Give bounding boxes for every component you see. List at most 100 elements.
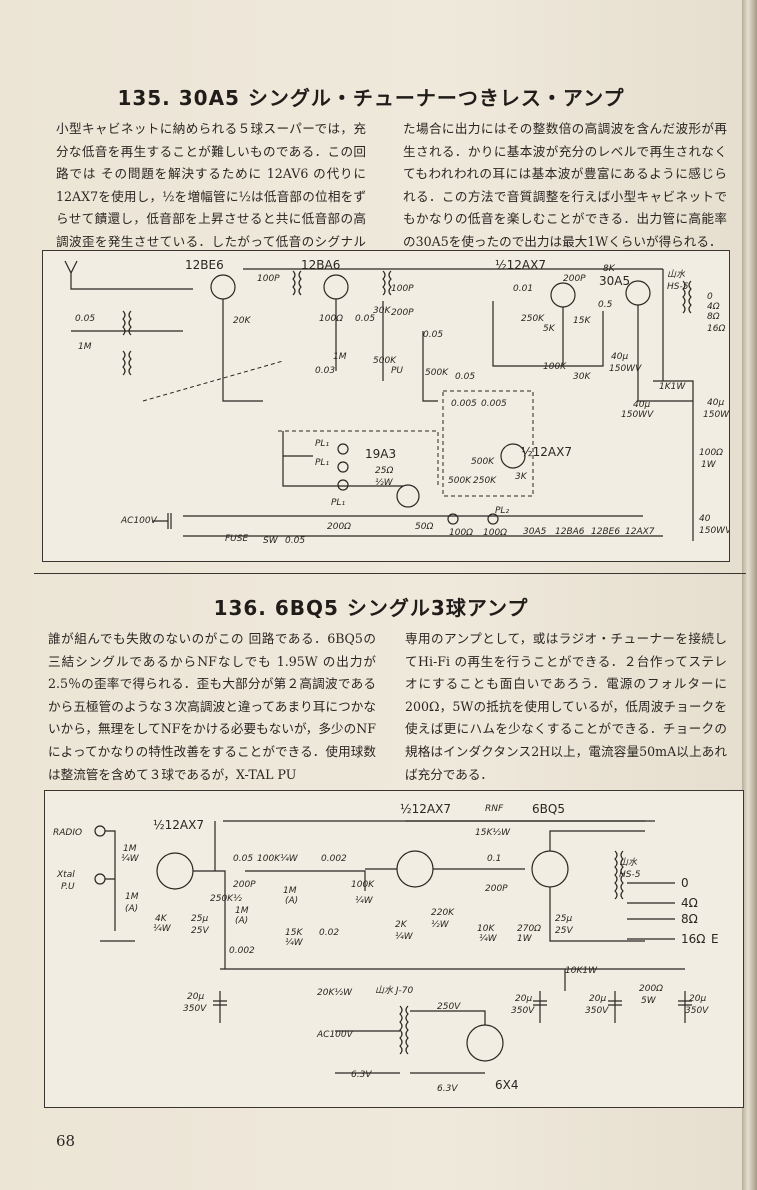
tube-12ax7-a-136: [156, 852, 194, 890]
r20: 25Ω: [375, 466, 393, 476]
r15-136: 2K: [395, 920, 408, 930]
c24-136: 20μ: [515, 994, 532, 1004]
v21-136: 25V: [555, 926, 573, 936]
tube-12ba6: [323, 274, 349, 300]
section-136-title: 136. 6BQ5 シングル3球アンプ: [213, 596, 529, 620]
c13: 40μ: [633, 400, 650, 410]
a2-136: (A): [125, 904, 138, 914]
r1-136: 1M: [123, 844, 137, 854]
label-12ba6: 12BA6: [301, 258, 340, 272]
v13: 150WV: [621, 410, 654, 420]
c21-136: 25μ: [555, 914, 572, 924]
c16: 0.005: [451, 399, 477, 409]
label-half-12ax7-136-b: ½12AX7: [400, 802, 451, 816]
pu: PU: [391, 366, 403, 376]
r10: 8K: [603, 264, 616, 274]
r19: 500K: [448, 476, 472, 486]
c5-136: 0.05: [233, 854, 253, 864]
radio-input-jack: [94, 825, 106, 837]
label-30a5: 30A5: [599, 274, 630, 288]
r4-136: 250K½: [210, 894, 242, 904]
r3-136: 4K: [155, 914, 168, 924]
r23: 100Ω: [449, 528, 473, 538]
tube-12ax7-b: [500, 443, 526, 469]
out-4-136: 4Ω: [681, 896, 698, 910]
label-sansui: 山水: [667, 269, 686, 280]
label-sw: SW: [263, 536, 279, 546]
c18-136: 200P: [485, 884, 508, 894]
c6-136: 200P: [233, 880, 256, 890]
r9-136: 1M: [283, 886, 297, 896]
r13: 30K: [573, 372, 591, 382]
label-12be6: 12BE6: [185, 258, 224, 272]
w20: ½W: [375, 478, 394, 488]
c4: 0.05: [355, 314, 375, 324]
c3-136: 25μ: [191, 914, 208, 924]
v63a-136: 6.3V: [351, 1070, 372, 1080]
label-6bq5: 6BQ5: [532, 802, 565, 816]
label-19a3: 19A3: [365, 447, 396, 461]
label-hs5-136: HS-5: [619, 870, 641, 880]
v3-136: 25V: [191, 926, 209, 936]
v15: 150WV: [699, 526, 729, 536]
heater-12ba6: 12BA6: [555, 527, 585, 537]
r16: 500K: [471, 457, 495, 467]
c11-136: 0.002: [229, 946, 255, 956]
tube-12ax7-a: [550, 282, 576, 308]
c12: 40μ: [611, 352, 628, 362]
label-rnf-value: 15K½W: [475, 828, 511, 838]
r8: 250K: [521, 314, 545, 324]
out-e-136: E: [711, 932, 719, 946]
tone-network-box: [442, 390, 534, 497]
r18: 3K: [515, 472, 528, 482]
r2: 20K: [233, 316, 251, 326]
c1: 0.05: [75, 314, 95, 324]
c7: 0.05: [423, 330, 443, 340]
label-sansui-136: 山水: [619, 857, 638, 868]
w16-136: ½W: [431, 920, 450, 930]
c5: 200P: [391, 308, 414, 318]
c22-136: 20μ: [187, 992, 204, 1002]
w19-136: ¼W: [479, 934, 498, 944]
v12: 150WV: [609, 364, 642, 374]
ac-plug: [153, 513, 172, 529]
r10-136: 1M: [235, 906, 249, 916]
r22: 50Ω: [415, 522, 433, 532]
r27-136: 200Ω: [639, 984, 663, 994]
tube-12ax7-b-136: [396, 850, 434, 888]
schematic-135: 12BE6 12BA6 ½12AX7 30A5 ½12AX7 19A3 山水 H…: [64, 258, 729, 546]
r2-136: 1M: [125, 892, 139, 902]
r6: 500K: [373, 356, 397, 366]
w1-136: ¼W: [121, 854, 140, 864]
out-8: 8Ω: [707, 312, 720, 322]
section-135-right-text: た場合に出力にはその整数倍の高調波を含んだ波形が再生される．かりに基本波が充分の…: [403, 121, 727, 249]
v63b-136: 6.3V: [437, 1084, 458, 1094]
label-ac100v: AC100V: [120, 516, 158, 526]
label-fuse: FUSE: [225, 534, 248, 544]
label-half-12ax7-b: ½12AX7: [521, 445, 572, 459]
c6: 100P: [391, 284, 414, 294]
schematic-136: RADIO Xtal P.U ½12AX7 ½12AX7 6BQ5 RNF 15…: [53, 802, 719, 1094]
section-136-right-text: 専用のアンプとして，或はラジオ・チューナーを接続してHi-Fi の再生を行うこと…: [405, 631, 727, 782]
c8-136: 0.002: [321, 854, 347, 864]
circuit-diagram-135: 12BE6 12BA6 ½12AX7 30A5 ½12AX7 19A3 山水 H…: [42, 250, 730, 562]
w15-136: ¼W: [395, 932, 414, 942]
label-half-12ax7-136-a: ½12AX7: [153, 818, 204, 832]
circuit-diagram-136: RADIO Xtal P.U ½12AX7 ½12AX7 6BQ5 RNF 15…: [44, 790, 744, 1108]
c13-136: 0.02: [319, 928, 339, 938]
out-8-136: 8Ω: [681, 912, 698, 926]
label-ac100v-136: AC100V: [316, 1030, 354, 1040]
r20-136: 270Ω: [517, 924, 541, 934]
v25-136: 350V: [585, 1006, 609, 1016]
c28-136: 20μ: [689, 994, 706, 1004]
r4: 1M: [333, 352, 347, 362]
c17: 0.005: [481, 399, 507, 409]
r9: 5K: [543, 324, 556, 334]
v250-136: 250V: [437, 1002, 461, 1012]
c3: 0.03: [315, 366, 335, 376]
tube-19a3: [396, 484, 420, 508]
r12-136: 15K: [285, 928, 303, 938]
out-0: 0: [707, 292, 713, 302]
power-transformer: [399, 1005, 409, 1055]
c15: 40: [699, 514, 711, 524]
